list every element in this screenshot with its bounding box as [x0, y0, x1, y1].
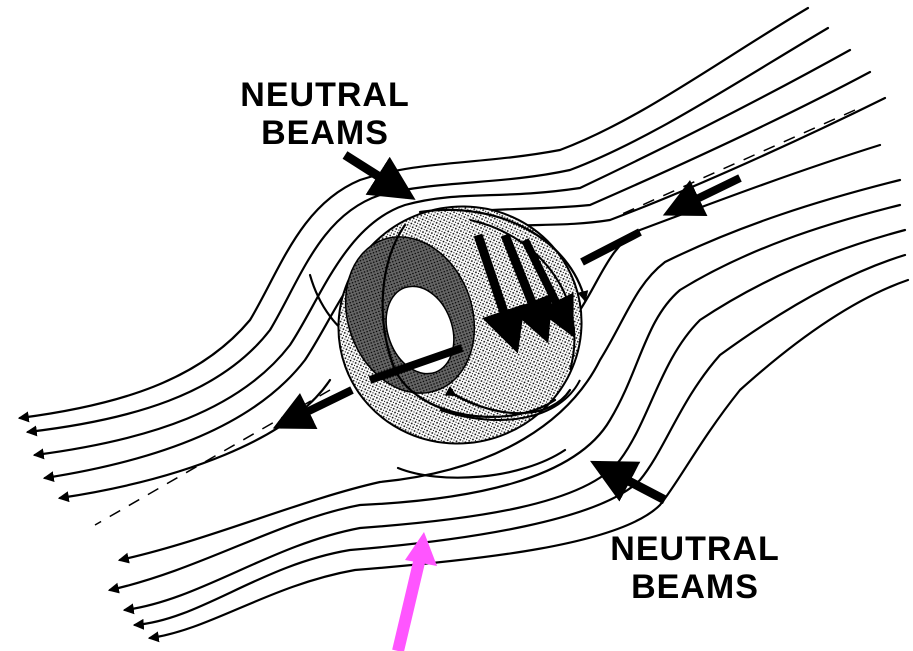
label-bottom-line2: BEAMS: [600, 568, 790, 606]
label-bottom-line1: NEUTRAL: [600, 530, 790, 568]
neutral-beams-label-bottom: NEUTRAL BEAMS: [600, 530, 790, 606]
neutral-beam-arrow-icon: [280, 390, 352, 425]
label-top-line2: BEAMS: [230, 114, 420, 152]
highlight-arrow-icon: [398, 532, 437, 651]
neutral-beam-arrow-icon: [345, 155, 408, 195]
neutral-beam-arrow-icon: [598, 465, 665, 500]
neutral-beams-label-top: NEUTRAL BEAMS: [230, 76, 420, 152]
label-top-line1: NEUTRAL: [230, 76, 420, 114]
